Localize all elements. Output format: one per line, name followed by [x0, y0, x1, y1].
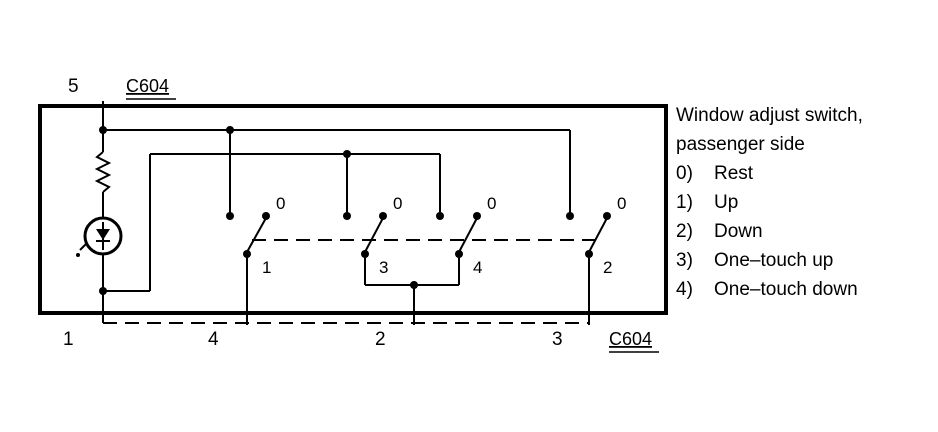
pin-label-1: 1: [63, 329, 74, 350]
connector-label-top: C604: [126, 76, 169, 96]
junction-dots: [99, 126, 611, 295]
pin-label-2: 2: [375, 329, 386, 350]
switch-2-position-label: 2: [603, 258, 612, 277]
switch-3-rest-label: 0: [393, 194, 402, 213]
legend-item-label: Down: [714, 221, 763, 242]
legend-item: 0) Rest: [676, 159, 926, 188]
switch-2: [588, 217, 608, 325]
connector-label-bottom: C604: [609, 329, 652, 349]
legend-item: 3) One–touch up: [676, 246, 926, 275]
legend-item: 2) Down: [676, 217, 926, 246]
legend-item-number: 4): [676, 279, 693, 300]
switch-1-rest-label: 0: [276, 194, 285, 213]
switch-3-position-label: 3: [379, 258, 388, 277]
switch-4-rest-label: 0: [487, 194, 496, 213]
pin-label-3: 3: [552, 329, 563, 350]
legend: Window adjust switch, passenger side 0) …: [676, 101, 926, 304]
legend-item-label: One–touch up: [714, 250, 834, 271]
legend-item-number: 3): [676, 250, 693, 271]
switch-4-position-label: 4: [473, 258, 482, 277]
switch-housing: [38, 104, 668, 315]
legend-item-label: Up: [714, 192, 739, 213]
switch-1-position-label: 1: [262, 258, 271, 277]
legend-item: 1) Up: [676, 188, 926, 217]
pin-label-5: 5: [68, 76, 79, 97]
legend-item-number: 1): [676, 192, 693, 213]
pin-label-4: 4: [208, 329, 219, 350]
legend-item-number: 0): [676, 163, 693, 184]
legend-subtitle: passenger side: [676, 134, 805, 155]
switch-1: [246, 217, 267, 325]
resistor: [94, 151, 112, 193]
legend-item-number: 2): [676, 221, 693, 242]
legend-item: 4) One–touch down: [676, 275, 926, 304]
legend-item-label: One–touch down: [714, 279, 858, 300]
switch-2-rest-label: 0: [617, 194, 626, 213]
legend-item-label: Rest: [714, 163, 754, 184]
legend-title: Window adjust switch,: [676, 105, 863, 126]
